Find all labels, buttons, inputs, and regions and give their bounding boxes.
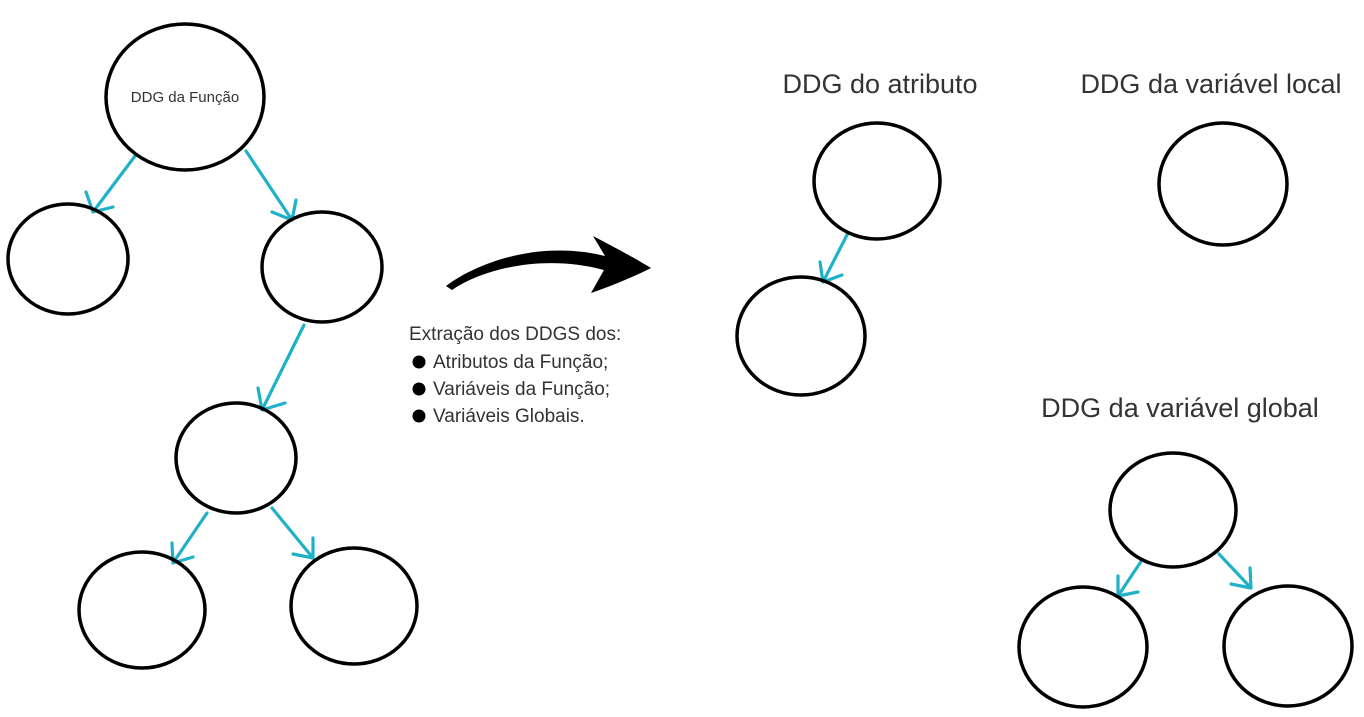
- extraction-caption: Extração dos DDGS dos:: [409, 324, 621, 345]
- extraction-item-attributes: Atributos da Função;: [433, 352, 608, 373]
- function-leaf-right-node: [289, 546, 419, 666]
- function-child-left-node: [6, 202, 130, 316]
- extraction-step: Extração dos DDGS dos: Atributos da Funç…: [409, 236, 651, 427]
- edge-root-to-right: [244, 149, 298, 222]
- edge-middle-to-bottom-right: [270, 506, 315, 560]
- edge-global-to-right: [1217, 552, 1253, 590]
- function-child-right-node: [260, 210, 384, 324]
- local-variable-node: [1157, 121, 1289, 247]
- edge-global-to-left: [1116, 558, 1144, 598]
- attribute-ddg-title: DDG do atributo: [782, 69, 977, 99]
- bullet-icon: [412, 382, 426, 396]
- global-child-left-node: [1017, 585, 1149, 709]
- bullet-icon: [412, 409, 426, 423]
- extraction-item-function-variables: Variáveis da Função;: [433, 379, 610, 400]
- function-root-node: [104, 22, 266, 172]
- edge-root-to-left: [84, 154, 137, 214]
- local-variable-ddg-title: DDG da variável local: [1080, 69, 1341, 99]
- attribute-ddg: DDG do atributo: [735, 69, 978, 397]
- transform-arrow-icon: [446, 236, 651, 293]
- function-leaf-left-node: [77, 550, 207, 670]
- global-variable-ddg-title: DDG da variável global: [1041, 393, 1319, 423]
- global-child-right-node: [1222, 584, 1354, 708]
- attribute-parent-node: [812, 121, 942, 241]
- function-root-label: DDG da Função: [131, 89, 239, 106]
- extraction-item-global-variables: Variáveis Globais.: [433, 406, 585, 427]
- function-ddg-tree: DDG da Função: [6, 22, 419, 670]
- function-middle-node: [174, 401, 298, 515]
- local-variable-ddg: DDG da variável local: [1080, 69, 1342, 247]
- edge-attribute-parent-to-child: [818, 231, 850, 284]
- bullet-icon: [412, 355, 426, 369]
- attribute-child-node: [735, 275, 867, 397]
- global-variable-ddg: DDG da variável global: [1017, 393, 1354, 709]
- edge-right-to-middle: [256, 323, 306, 412]
- global-parent-node: [1108, 451, 1238, 569]
- edge-middle-to-bottom-left: [170, 511, 209, 565]
